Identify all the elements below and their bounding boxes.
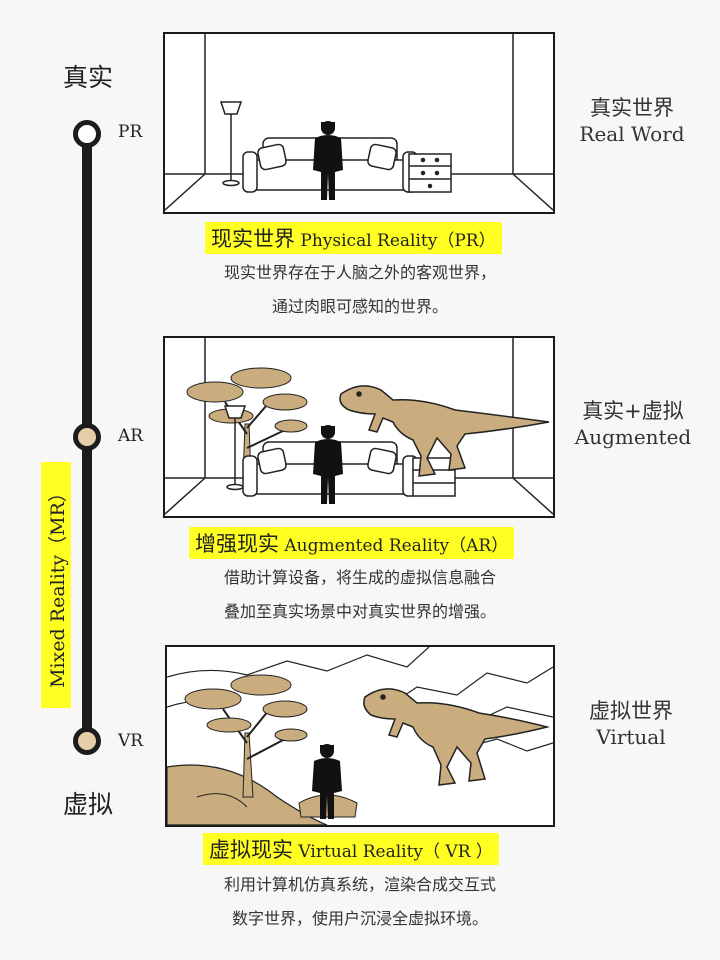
physical-reality-description: 现实世界存在于人脑之外的客观世界， 通过肉眼可感知的世界。 — [223, 263, 496, 316]
augmented-reality-caption: 增强现实 Augmented Reality（AR） — [189, 527, 515, 559]
vr-node — [73, 727, 101, 755]
pr-node-label: PR — [118, 122, 143, 142]
person-silhouette-icon — [312, 744, 342, 819]
physical-reality-illustration — [163, 32, 555, 214]
tree-icon — [184, 674, 308, 798]
mixed-reality-label: Mixed Reality（MR） — [41, 462, 71, 708]
pr-node — [73, 120, 101, 148]
floor-lamp-icon — [219, 101, 243, 187]
dinosaur-icon — [339, 385, 550, 477]
virtual-reality-illustration — [165, 645, 555, 827]
augmented-reality-description: 借助计算设备，将生成的虚拟信息融合 叠加至真实场景中对真实世界的增强。 — [223, 568, 496, 621]
virtual-world-label: 虚拟世界 Virtual — [589, 699, 673, 749]
dresser-icon — [408, 153, 452, 193]
ar-node-label: AR — [118, 426, 144, 446]
ar-node — [73, 423, 101, 451]
dinosaur-icon — [363, 688, 550, 786]
vr-node-label: VR — [118, 731, 144, 751]
physical-reality-caption: 现实世界 Physical Reality（PR） — [205, 222, 502, 254]
axis-top-label: 真实 — [63, 63, 114, 92]
axis-bottom-label: 虚拟 — [63, 790, 114, 819]
virtual-reality-caption: 虚拟现实 Virtual Reality（ VR ） — [203, 833, 499, 865]
augmented-reality-illustration — [163, 336, 555, 518]
augmented-label: 真实+虚拟 Augmented — [574, 399, 692, 449]
person-silhouette-icon — [313, 425, 343, 504]
virtual-reality-description: 利用计算机仿真系统，渲染合成交互式 数字世界，使用户沉浸全虚拟环境。 — [223, 875, 496, 928]
person-silhouette-icon — [313, 121, 343, 200]
real-world-label: 真实世界 Real Word — [579, 96, 685, 146]
